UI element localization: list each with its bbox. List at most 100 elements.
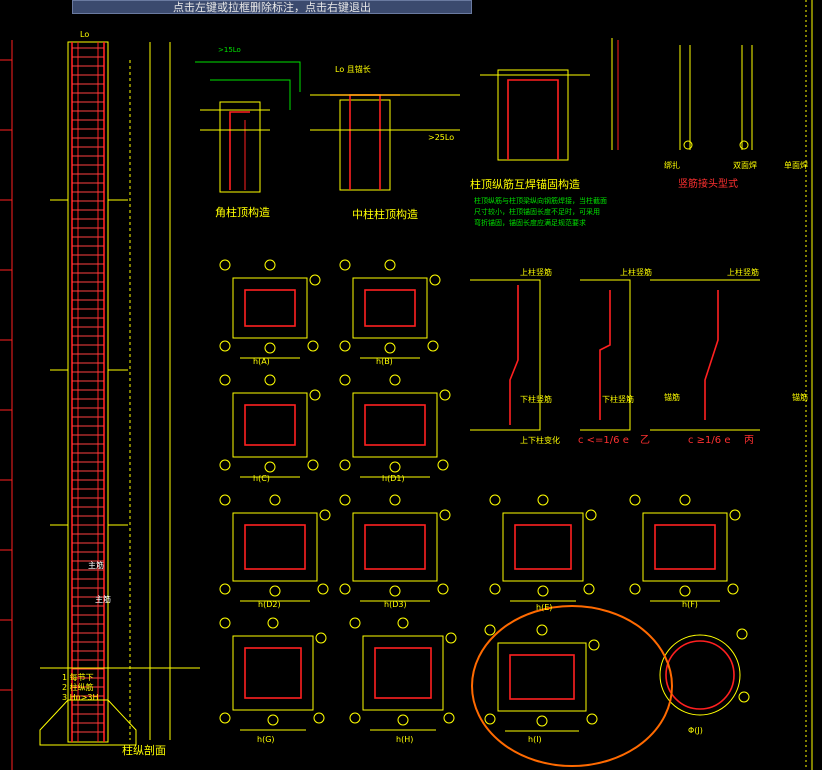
- section-stirrup: [364, 404, 426, 446]
- upper-bar-label-2: 上柱竖筋: [620, 267, 652, 277]
- rebar-callout-bubble: [307, 459, 319, 471]
- section-label-i: h(I): [528, 735, 542, 744]
- section-stirrup: [509, 654, 575, 700]
- rebar-callout-bubble: [489, 494, 501, 506]
- rebar-callout-bubble: [679, 585, 691, 597]
- rebar-callout-bubble: [389, 374, 401, 386]
- rebar-callout-bubble: [264, 374, 276, 386]
- rebar-callout-bubble: [309, 274, 321, 286]
- upper-bar-label-1: 上柱竖筋: [520, 267, 552, 277]
- rebar-callout-bubble: [536, 624, 548, 636]
- section-stirrup: [654, 524, 716, 570]
- section-label-d3: h(D3): [384, 600, 407, 609]
- lo-label: Lo: [80, 30, 89, 39]
- section-stirrup: [364, 524, 426, 570]
- rebar-callout-bubble: [267, 617, 279, 629]
- section-outline: [232, 277, 308, 339]
- rebar-callout-bubble: [219, 712, 231, 724]
- section-label-a: h(A): [253, 357, 270, 366]
- section-details: [219, 259, 741, 732]
- rebar-callout-bubble: [484, 713, 496, 725]
- c-big-label: c ≥1/6 e: [688, 435, 730, 446]
- rebar-callout-bubble: [269, 494, 281, 506]
- top-weld-title: 柱顶纵筋互焊锚固构造: [470, 177, 580, 191]
- weld-single-label: 绑扎: [664, 160, 680, 170]
- rebar-callout-bubble: [536, 715, 548, 727]
- section-label-b: h(B): [376, 357, 393, 366]
- weld-double-label: 双面焊: [733, 160, 757, 170]
- main-bar-label-1: 主筋: [88, 560, 104, 570]
- rebar-callout-bubble: [397, 617, 409, 629]
- rebar-callout-bubble: [384, 259, 396, 271]
- section-stirrup: [244, 524, 306, 570]
- rebar-callout-bubble: [427, 340, 439, 352]
- rebar-callout-bubble: [219, 374, 231, 386]
- rebar-callout-bubble: [269, 585, 281, 597]
- rebar-callout-bubble: [585, 509, 597, 521]
- section-stirrup: [244, 647, 302, 699]
- section-outline: [642, 512, 728, 582]
- middle-title: 中柱柱顶构造: [352, 207, 418, 221]
- column-section: Lo: [39, 30, 200, 746]
- rebar-callout-bubble: [437, 583, 449, 595]
- top-weld-note-1: 柱顶纵筋与柱顶梁纵向钢筋焊接，当柱截面: [474, 196, 607, 205]
- section-outline: [497, 642, 587, 712]
- section-outline: [232, 635, 314, 711]
- left-border: [0, 40, 13, 770]
- main-bar-label-2: 主筋: [95, 594, 111, 604]
- rebar-callout-bubble: [443, 712, 455, 724]
- rebar-callout-bubble: [727, 583, 739, 595]
- annotation-highlight[interactable]: [471, 605, 673, 767]
- section-label-d2: h(D2): [258, 600, 281, 609]
- section-stirrup: [244, 404, 296, 446]
- rebar-callout-bubble: [339, 583, 351, 595]
- note-line-1: 1 每节下: [62, 672, 94, 682]
- section-outline: [352, 392, 438, 458]
- rebar-callout-bubble: [629, 583, 641, 595]
- section-outline: [232, 512, 318, 582]
- top-weld-note-2: 尺寸较小，柱顶锚固长度不足时，可采用: [474, 207, 600, 216]
- ge25lo-label: >25Lo: [428, 133, 454, 142]
- anchor-bar-label: 锚筋: [664, 392, 680, 402]
- rebar-callout-bubble: [349, 712, 361, 724]
- top-weld-note-3: 弯折锚固，锚固长度应满足规范要求: [474, 218, 586, 227]
- rebar-callout-bubble: [339, 374, 351, 386]
- rebar-callout-bubble: [319, 509, 331, 521]
- lo-top-label: Lo 且锚长: [335, 64, 371, 74]
- rebar-callout-bubble: [729, 509, 741, 521]
- section-label-f: h(F): [682, 600, 698, 609]
- lower-bar-label-2: 下柱竖筋: [602, 394, 634, 404]
- b-mark: 乙: [640, 434, 650, 446]
- section-stirrup: [244, 289, 296, 327]
- rebar-callout-bubble: [588, 639, 600, 651]
- c-mark: 丙: [744, 435, 754, 446]
- rebar-callout-bubble: [219, 259, 231, 271]
- rebar-callout-bubble: [219, 459, 231, 471]
- rebar-callout-bubble: [267, 714, 279, 726]
- rebar-callout-bubble: [484, 624, 496, 636]
- section-label-h: h(H): [396, 735, 413, 744]
- circular-section: [659, 628, 750, 716]
- weld-single2-label: 单面焊: [784, 160, 808, 170]
- rebar-callout-bubble: [439, 389, 451, 401]
- section-outline: [352, 277, 428, 339]
- section-outline: [362, 635, 444, 711]
- rebar-callout-bubble: [264, 461, 276, 473]
- rebar-callout-bubble: [219, 617, 231, 629]
- column-change-detail: [470, 279, 760, 431]
- rebar-callout-bubble: [537, 585, 549, 597]
- middle-column-detail: Lo 且锚长 >25Lo: [310, 64, 460, 191]
- rebar-callout-bubble: [583, 583, 595, 595]
- change-label: 上下柱变化: [520, 435, 560, 445]
- section-label-d1: h(D1): [382, 474, 405, 483]
- rebar-callout-bubble: [219, 340, 231, 352]
- rebar-callout-bubble: [317, 583, 329, 595]
- rebar-callout-bubble: [313, 712, 325, 724]
- rebar-callout-bubble: [339, 259, 351, 271]
- note-line-2: 2 柱纵筋: [62, 682, 94, 692]
- right-border: [805, 0, 813, 770]
- c-small-label: c <=1/6 e: [578, 435, 629, 446]
- section-outline: [232, 392, 308, 458]
- rebar-callout-bubble: [389, 585, 401, 597]
